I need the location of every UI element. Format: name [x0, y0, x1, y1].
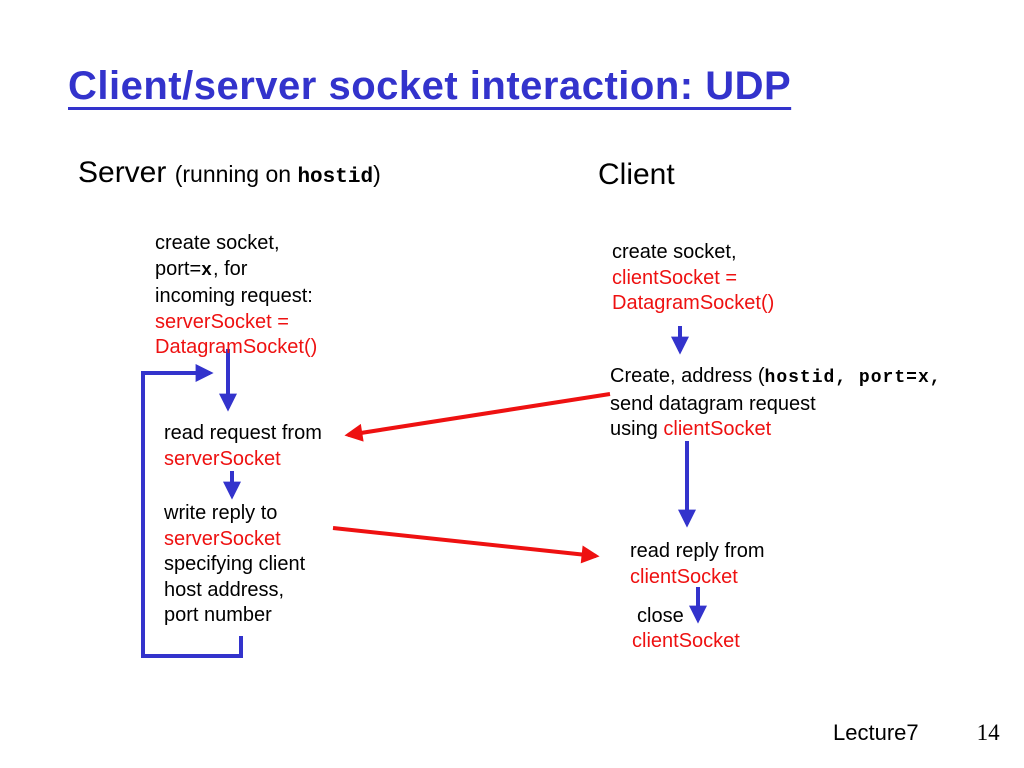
client-socket-code-line2: DatagramSocket() — [612, 292, 775, 314]
client-close-code-text: clientSocket — [632, 630, 740, 652]
request-datagram-arrow — [344, 392, 611, 442]
server-header: Server (running on hostid) — [78, 156, 381, 190]
lecture-label: Lecture7 — [833, 720, 919, 745]
client-send-line3-prefix: using — [610, 418, 664, 440]
client-send-line1: Create, address (hostid, port=x, — [610, 364, 942, 392]
client-close-line1: close — [637, 605, 684, 627]
client-close-label: close — [637, 604, 684, 630]
server-socket-code-line1: serverSocket = — [155, 310, 289, 333]
server-write-line4: port number — [164, 604, 272, 626]
server-create-socket-block: create socket, port=x, for incoming requ… — [155, 231, 317, 361]
server-create-line3: incoming request: — [155, 285, 313, 307]
server-socket-code-line2: DatagramSocket() — [155, 336, 318, 358]
client-close-code: clientSocket — [632, 629, 740, 655]
client-send-request-block: Create, address (hostid, port=x, send da… — [610, 364, 942, 443]
server-create-line1: create socket, — [155, 232, 280, 254]
server-write-code: serverSocket — [164, 527, 281, 550]
server-write-line2: specifying client — [164, 553, 306, 575]
server-write-line1: write reply to — [164, 502, 278, 524]
slide-footer: Lecture7 14 — [833, 720, 1000, 746]
server-header-subtitle-prefix: (running on — [174, 161, 298, 187]
client-socket-code-line1: clientSocket = — [612, 266, 738, 289]
server-create-line2: port=x, for — [155, 257, 317, 285]
server-read-code: serverSocket — [164, 447, 281, 470]
client-send-line3: using clientSocket — [610, 417, 942, 443]
server-header-subtitle-suffix: ) — [373, 161, 381, 187]
server-create-line2-suffix: , for — [212, 257, 248, 280]
client-send-line1-prefix: Create, address ( — [610, 365, 765, 387]
server-read-line1: read request from — [164, 422, 322, 444]
client-create-line1: create socket, — [612, 241, 737, 263]
client-send-line3-code: clientSocket — [663, 418, 772, 440]
page-number: 14 — [976, 720, 1000, 745]
client-send-line2: send datagram request — [610, 392, 816, 415]
server-write-reply-block: write reply to serverSocket specifying c… — [164, 501, 305, 629]
slide-title: Client/server socket interaction: UDP — [68, 64, 792, 108]
server-create-line2-prefix: port= — [155, 257, 202, 280]
server-header-label: Server — [78, 156, 167, 189]
server-header-hostid: hostid — [297, 166, 374, 189]
client-read-line1: read reply from — [630, 540, 765, 562]
client-send-hostid-port: hostid, port=x, — [764, 368, 942, 388]
client-header-label: Client — [598, 158, 675, 191]
client-read-reply-block: read reply from clientSocket — [630, 539, 765, 590]
client-create-socket-block: create socket, clientSocket = DatagramSo… — [612, 240, 774, 317]
reply-datagram-arrow — [332, 526, 600, 564]
server-create-line2-port-x: x — [201, 260, 213, 281]
client-read-code: clientSocket — [630, 565, 738, 588]
client-header: Client — [598, 158, 675, 192]
server-read-request-block: read request from serverSocket — [164, 421, 322, 472]
server-write-line3: host address, — [164, 578, 285, 601]
